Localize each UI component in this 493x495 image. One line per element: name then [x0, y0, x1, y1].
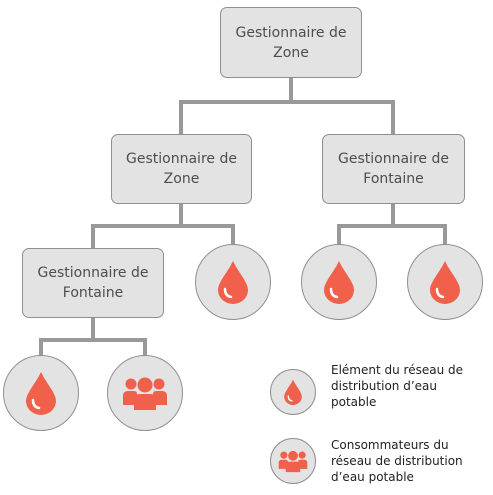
water-drop-icon	[430, 261, 460, 304]
node-label-line2: Zone	[273, 44, 309, 61]
water-drop-icon	[26, 372, 56, 415]
water-drop-icon	[284, 379, 302, 405]
network-element-node	[301, 244, 377, 320]
zone-manager-root-node: Gestionnaire de Zone	[220, 7, 362, 78]
legend-line: potable	[331, 395, 377, 409]
node-label-line2: Zone	[163, 171, 200, 187]
legend-line: Consommateurs du	[331, 438, 449, 452]
legend-consumers-icon	[270, 438, 316, 484]
legend-network-element-icon	[270, 369, 316, 415]
network-element-node	[195, 244, 271, 320]
node-label-line1: Gestionnaire de	[126, 151, 237, 167]
node-label-line2: Fontaine	[62, 285, 124, 301]
network-element-node	[407, 244, 483, 320]
legend-consumers-label: Consommateurs du réseau de distribution …	[331, 437, 463, 485]
fountain-manager-node-left: Gestionnaire de Fontaine	[22, 248, 164, 318]
legend-line: Elément du réseau de	[331, 363, 463, 377]
people-group-icon	[123, 377, 167, 410]
node-label-line1: Gestionnaire de	[235, 24, 347, 41]
node-label-line2: Fontaine	[363, 171, 424, 187]
water-drop-icon	[324, 261, 354, 304]
legend-line: réseau de distribution	[331, 454, 463, 468]
node-label-line1: Gestionnaire de	[37, 265, 149, 281]
zone-manager-node: Gestionnaire de Zone	[111, 134, 252, 204]
fountain-manager-node-right: Gestionnaire de Fontaine	[322, 134, 465, 204]
legend-line: distribution d’eau	[331, 379, 437, 393]
legend-line: d’eau potable	[331, 470, 414, 484]
network-element-node	[3, 355, 79, 431]
people-group-icon	[278, 450, 308, 473]
node-label-line1: Gestionnaire de	[338, 151, 449, 167]
water-drop-icon	[218, 261, 248, 304]
consumers-node	[107, 355, 183, 431]
legend-network-element-label: Elément du réseau de distribution d’eau …	[331, 362, 463, 410]
